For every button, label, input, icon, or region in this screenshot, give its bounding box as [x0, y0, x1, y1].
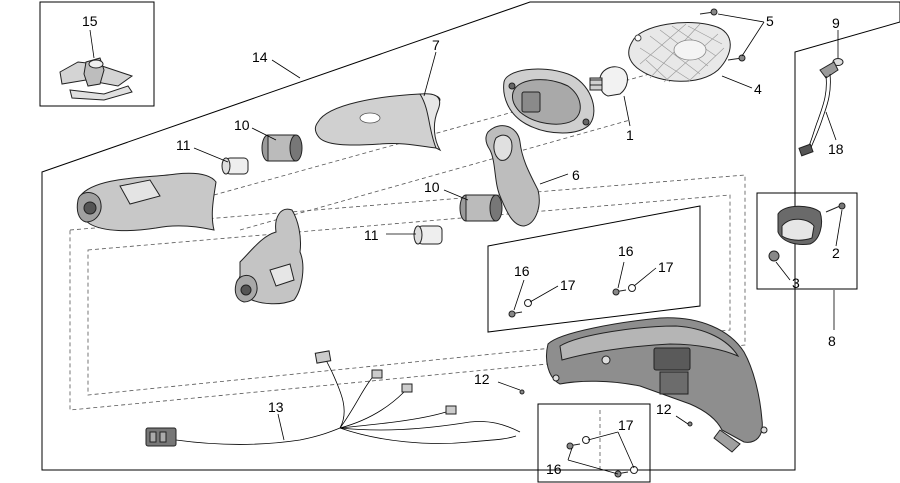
- trim-cover-part-7: [314, 93, 442, 152]
- callout-13: 13: [268, 399, 284, 415]
- callout-7: 7: [432, 37, 440, 53]
- callout-5: 5: [766, 13, 774, 29]
- plate-light-part-2-3: [768, 202, 846, 262]
- wiring-harness-part-13: [145, 350, 521, 447]
- inset-frame-8: [756, 192, 858, 290]
- main-assembly-frame-14: [41, 1, 900, 471]
- bulb-part-11-upper: [221, 157, 249, 175]
- callout-10-lower: 10: [424, 179, 440, 195]
- callout-18: 18: [828, 141, 844, 157]
- inset-frame-16-17-lower: [537, 403, 651, 483]
- bulb-part-1: [589, 66, 628, 97]
- sleeve-part-10-upper: [261, 134, 303, 162]
- callout-9: 9: [832, 15, 840, 31]
- left-signal-bracket-lower: [234, 208, 304, 305]
- rear-light-bracket: [546, 317, 768, 453]
- callout-16-upper-left: 16: [514, 263, 530, 279]
- fasteners-lower: [566, 436, 638, 478]
- callout-8: 8: [828, 333, 836, 349]
- fasteners-upper: [508, 284, 693, 427]
- callout-4: 4: [754, 81, 762, 97]
- callout-6: 6: [572, 167, 580, 183]
- callout-2: 2: [832, 245, 840, 261]
- turn-signal-lens-part-4: [628, 22, 731, 83]
- bulb-part-11-lower: [413, 225, 443, 245]
- left-signal-bracket-upper: [76, 172, 217, 232]
- callout-labels: 15 14 7 5 4 1 9 18 6 10 10 11 11 2 3 8 1…: [82, 13, 844, 477]
- bracket-part-6: [485, 125, 540, 227]
- inset-frame-16-17-upper: [487, 205, 701, 333]
- callout-3: 3: [792, 275, 800, 291]
- lamp-housing: [503, 68, 595, 134]
- callout-12-right: 12: [656, 401, 672, 417]
- callout-11-lower: 11: [364, 227, 379, 243]
- leader-lines: [89, 13, 843, 475]
- bulb-holder-part-9-18: [798, 58, 844, 157]
- callout-14: 14: [252, 49, 268, 65]
- callout-15: 15: [82, 13, 98, 29]
- callout-17-upper-left: 17: [560, 277, 576, 293]
- callout-17-lower: 17: [618, 417, 634, 433]
- callout-16-upper-right: 16: [618, 243, 634, 259]
- callout-16-lower: 16: [546, 461, 562, 477]
- callout-10-upper: 10: [234, 117, 250, 133]
- screws-part-5: [699, 8, 746, 62]
- clip-nut-part-15: [59, 57, 134, 101]
- callout-11-upper: 11: [176, 137, 191, 153]
- sleeve-part-10-lower: [459, 194, 503, 222]
- inset-frame-15: [39, 1, 155, 107]
- callout-1: 1: [626, 127, 634, 143]
- callout-17-upper-right: 17: [658, 259, 674, 275]
- callout-12-left: 12: [474, 371, 490, 387]
